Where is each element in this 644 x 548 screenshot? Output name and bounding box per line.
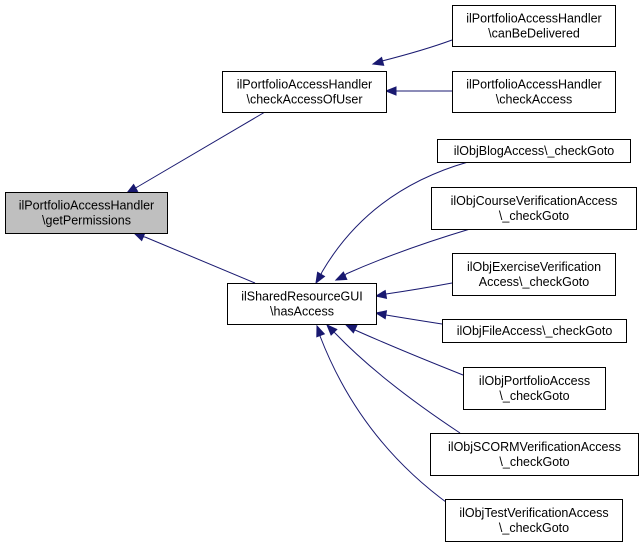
node-label-line: \checkAccess bbox=[496, 93, 572, 107]
edge-line-tail bbox=[320, 271, 323, 275]
arrowhead bbox=[316, 324, 326, 338]
edge-line bbox=[381, 39, 453, 62]
arrowhead bbox=[315, 271, 326, 285]
node-label-line: \hasAccess bbox=[270, 305, 334, 319]
node-label-line: \_checkGoto bbox=[499, 389, 569, 403]
edge-line bbox=[345, 228, 471, 275]
node-label-line: \_checkGoto bbox=[499, 455, 569, 469]
node-label-line: \getPermissions bbox=[42, 214, 131, 228]
edge-line bbox=[334, 332, 461, 434]
arrowhead bbox=[132, 232, 146, 242]
node-portfolio[interactable]: ilObjPortfolioAccess\_checkGoto bbox=[463, 367, 606, 410]
edge-test-to-hasAccess bbox=[316, 324, 451, 506]
node-scorm[interactable]: ilObjSCORMVerificationAccess\_checkGoto bbox=[430, 433, 639, 476]
node-box bbox=[222, 71, 387, 113]
node-course[interactable]: ilObjCourseVerificationAccess\_checkGoto bbox=[431, 187, 637, 230]
node-box bbox=[445, 499, 623, 542]
node-label-line: ilPortfolioAccessHandler bbox=[466, 12, 601, 26]
edge-line-tail bbox=[344, 273, 347, 276]
node-label-line: \_checkGoto bbox=[499, 209, 569, 223]
node-label-line: ilPortfolioAccessHandler bbox=[19, 199, 154, 213]
arrowhead bbox=[125, 183, 139, 194]
node-checkAccess[interactable]: ilPortfolioAccessHandler\checkAccess bbox=[452, 71, 616, 113]
node-test[interactable]: ilObjTestVerificationAccess\_checkGoto bbox=[445, 499, 623, 542]
edge-checkAccess-to-checkAccessOfUser bbox=[384, 86, 452, 96]
node-label-line: ilObjCourseVerificationAccess bbox=[451, 194, 618, 208]
edge-scorm-to-hasAccess bbox=[326, 324, 461, 434]
node-getPermissions[interactable]: ilPortfolioAccessHandler\getPermissions bbox=[5, 192, 168, 234]
edge-line bbox=[319, 335, 451, 506]
node-label-line: ilSharedResourceGUI bbox=[241, 290, 363, 304]
edge-canBeDelivered-to-checkAccessOfUser bbox=[371, 39, 453, 66]
edge-hasAccess-to-getPermissions bbox=[132, 232, 256, 284]
edge-file-to-hasAccess bbox=[374, 310, 443, 325]
node-label-line: \canBeDelivered bbox=[488, 27, 580, 41]
edge-line bbox=[354, 329, 464, 376]
edge-line bbox=[385, 282, 453, 295]
node-label-line: ilPortfolioAccessHandler bbox=[237, 78, 372, 92]
edge-line bbox=[385, 314, 443, 325]
edges-layer bbox=[125, 39, 471, 506]
edge-checkAccessOfUser-to-getPermissions bbox=[125, 111, 266, 194]
node-label-line: ilObjPortfolioAccess bbox=[479, 374, 590, 388]
node-label-line: ilObjBlogAccess\_checkGoto bbox=[454, 144, 615, 158]
node-label-line: ilObjSCORMVerificationAccess bbox=[448, 440, 621, 454]
node-box bbox=[431, 187, 637, 230]
node-box bbox=[452, 253, 616, 296]
node-label-line: \_checkGoto bbox=[499, 521, 569, 535]
edge-line bbox=[144, 236, 256, 284]
node-box bbox=[452, 71, 616, 113]
node-file[interactable]: ilObjFileAccess\_checkGoto bbox=[442, 319, 627, 343]
node-blog[interactable]: ilObjBlogAccess\_checkGoto bbox=[437, 139, 631, 163]
edge-exercise-to-hasAccess bbox=[374, 282, 453, 300]
edge-line bbox=[138, 111, 266, 187]
node-box bbox=[430, 433, 639, 476]
node-box bbox=[442, 319, 627, 343]
node-label-line: ilObjFileAccess\_checkGoto bbox=[457, 324, 613, 338]
edge-line-tail bbox=[333, 331, 336, 334]
edge-line-tail bbox=[319, 335, 321, 337]
node-label-line: Access\_checkGoto bbox=[479, 275, 590, 289]
node-checkAccessOfUser[interactable]: ilPortfolioAccessHandler\checkAccessOfUs… bbox=[222, 71, 387, 113]
node-label-line: ilObjExerciseVerification bbox=[467, 260, 601, 274]
node-box bbox=[5, 192, 168, 234]
node-label-line: ilObjTestVerificationAccess bbox=[459, 506, 608, 520]
node-box bbox=[437, 139, 631, 163]
node-hasAccess[interactable]: ilSharedResourceGUI\hasAccess bbox=[227, 283, 377, 325]
arrowhead bbox=[344, 324, 358, 334]
edge-course-to-hasAccess bbox=[334, 228, 471, 281]
arrowhead bbox=[334, 271, 348, 281]
node-box bbox=[452, 5, 616, 47]
node-box bbox=[463, 367, 606, 410]
edge-line bbox=[321, 161, 469, 273]
node-label-line: \checkAccessOfUser bbox=[246, 93, 362, 107]
node-label-line: ilPortfolioAccessHandler bbox=[466, 78, 601, 92]
arrowhead bbox=[374, 310, 388, 320]
node-canBeDelivered[interactable]: ilPortfolioAccessHandler\canBeDelivered bbox=[452, 5, 616, 47]
edge-line-tail bbox=[135, 185, 140, 189]
nodes-layer: ilPortfolioAccessHandler\getPermissionsi… bbox=[5, 5, 639, 542]
node-exercise[interactable]: ilObjExerciseVerificationAccess\_checkGo… bbox=[452, 253, 616, 296]
node-box bbox=[227, 283, 377, 325]
edge-portfolio-to-hasAccess bbox=[344, 324, 464, 376]
edge-blog-to-hasAccess bbox=[315, 161, 469, 285]
arrowhead bbox=[384, 86, 397, 96]
arrowhead bbox=[374, 289, 388, 300]
